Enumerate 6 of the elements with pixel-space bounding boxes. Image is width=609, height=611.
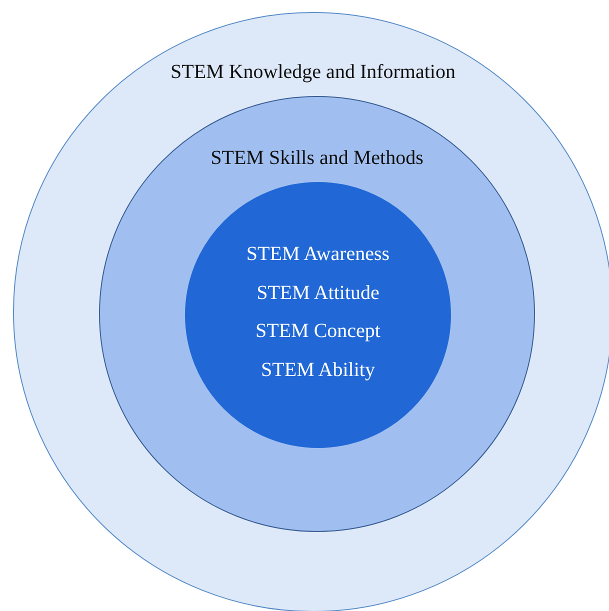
band-label: STEM Knowledge and Information <box>170 61 456 84</box>
band-label: STEM Skills and Methods <box>210 147 424 170</box>
concept-label: STEM Concept <box>256 319 380 344</box>
concept-label: STEM Ability <box>261 358 375 382</box>
concept-label: STEM Awareness <box>246 242 390 267</box>
concept-label: STEM Attitude <box>256 280 380 306</box>
